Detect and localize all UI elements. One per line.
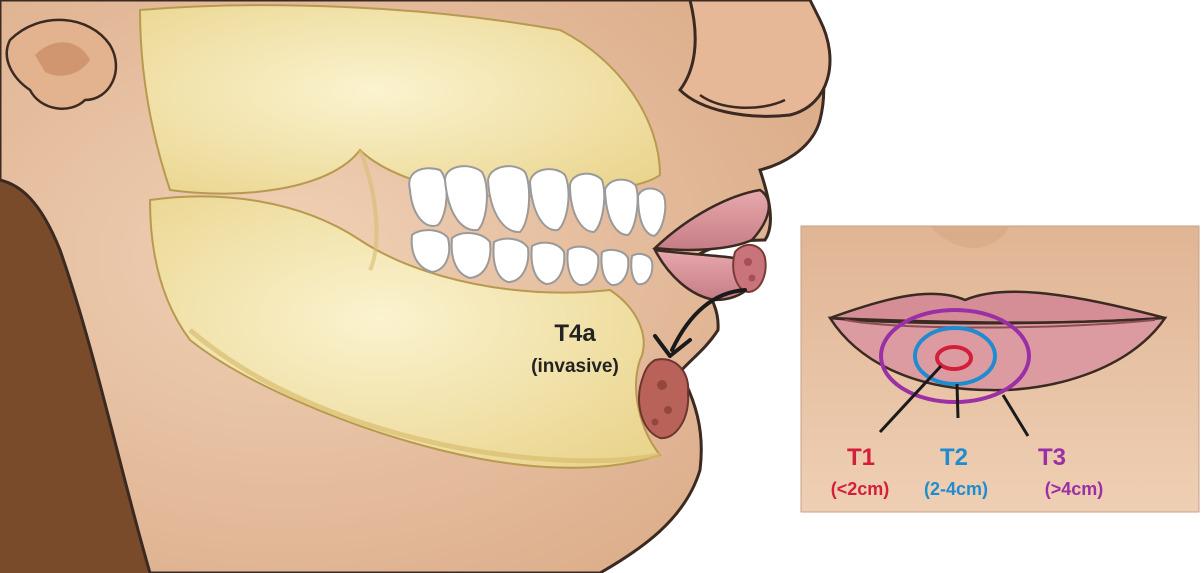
t4a-label: T4a [554, 320, 596, 347]
t1-size: (<2cm) [831, 479, 890, 499]
invasive-tumor [639, 359, 688, 438]
t2-leader [957, 384, 958, 418]
t2-size: (2-4cm) [924, 479, 988, 499]
t1-label: T1 [847, 444, 875, 471]
lip-staging-inset: T1 (<2cm) T2 (2-4cm) T3 (>4cm) [801, 226, 1199, 512]
t4a-sublabel: (invasive) [531, 356, 619, 377]
t3-label: T3 [1038, 444, 1066, 471]
lip-tumor [733, 245, 765, 292]
nose [680, 0, 830, 116]
t2-label: T2 [940, 444, 968, 471]
t3-size: (>4cm) [1045, 479, 1104, 499]
